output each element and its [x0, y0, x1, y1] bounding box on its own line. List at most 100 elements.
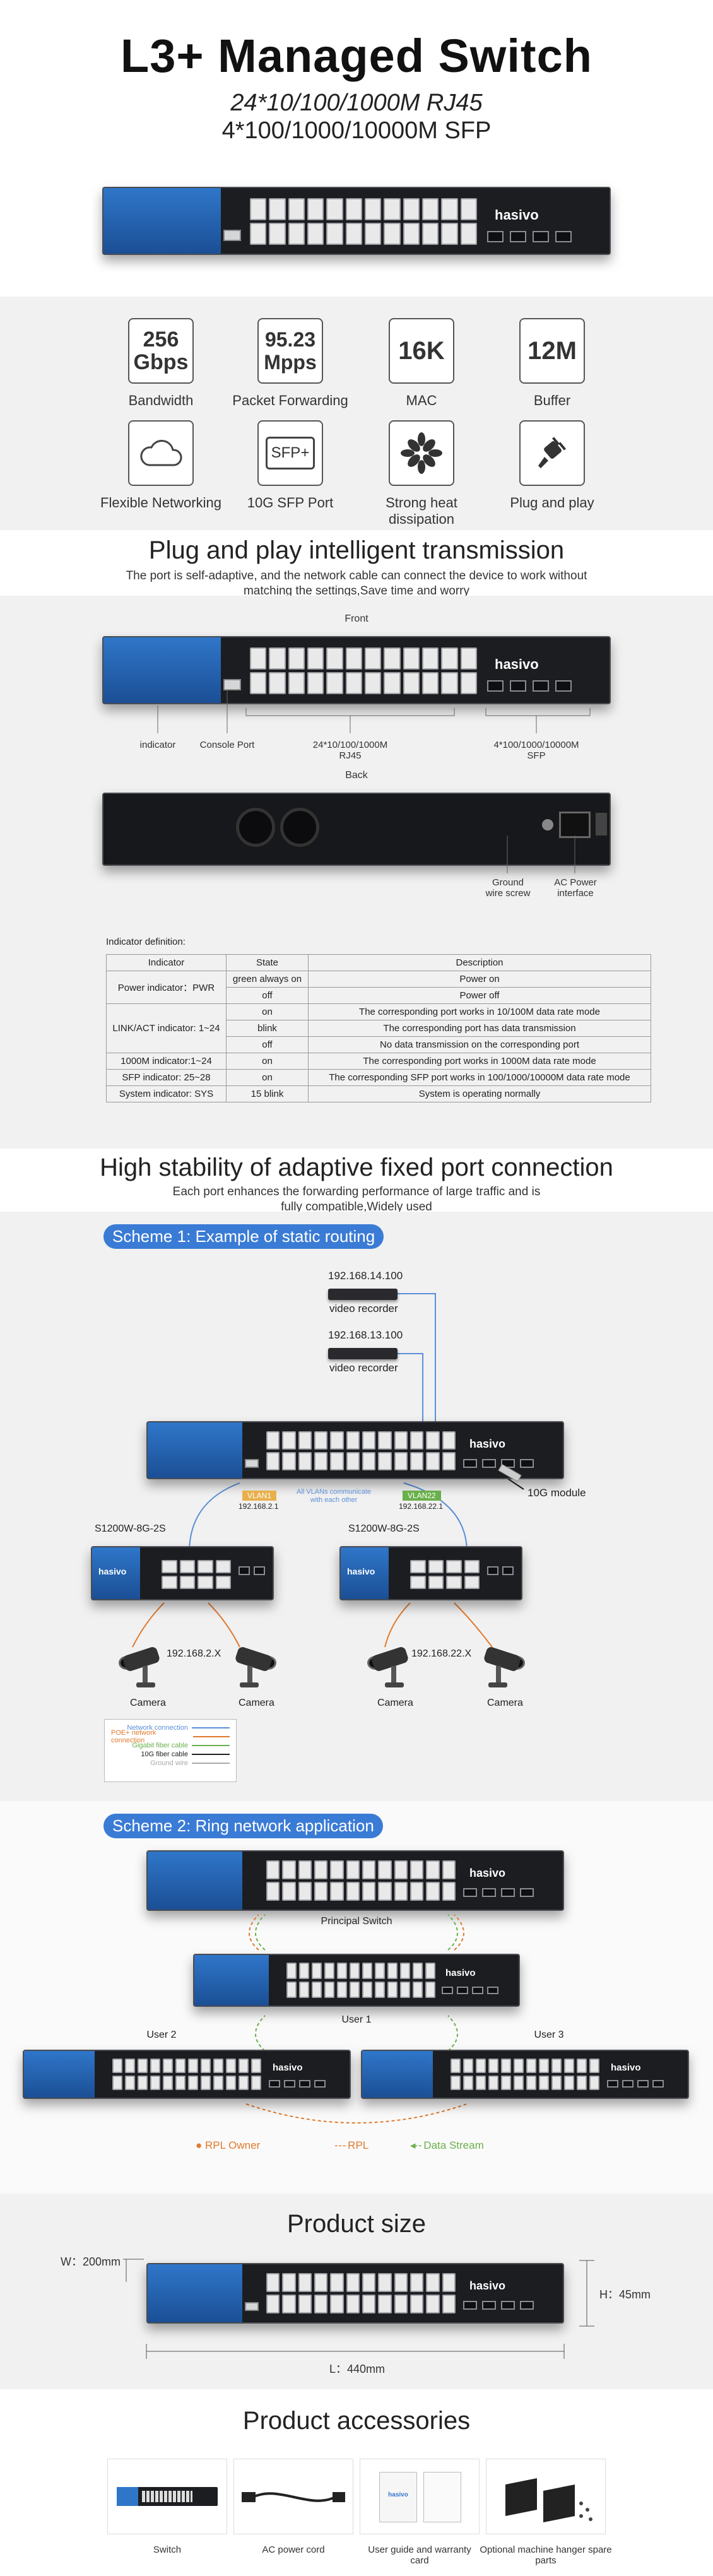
table-cell: 15 blink	[226, 1085, 309, 1102]
vlan22-ip: 192.168.22.1	[399, 1502, 444, 1511]
ground-label-line2: wire screw	[485, 888, 531, 899]
scheme1-title: Scheme 1: Example of static routing	[103, 1224, 384, 1249]
scheme2-title: Scheme 2: Ring network application	[103, 1814, 383, 1838]
feature-label: Plug and play	[510, 495, 594, 511]
vlan1-badge: VLAN1	[242, 1491, 277, 1501]
table-cell: SFP indicator: 25~28	[106, 1069, 227, 1086]
vlan22-badge: VLAN22	[403, 1491, 441, 1501]
table-cell: The corresponding SFP port works in 100/…	[308, 1069, 651, 1086]
table-row: 1000M indicator:1~24 on The correspondin…	[106, 1053, 651, 1070]
table-row: SFP indicator: 25~28 on The correspondin…	[106, 1069, 651, 1086]
rpl-owner-label: RPL Owner	[205, 2139, 261, 2151]
feature-label: MAC	[406, 393, 437, 408]
table-cell: 1000M indicator:1~24	[106, 1053, 227, 1070]
sfp-label-line1: 4*100/1000/10000M	[493, 740, 579, 750]
data-stream-label: Data Stream	[423, 2139, 484, 2151]
table-cell: No data transmission on the correspondin…	[308, 1036, 651, 1053]
ac-power-socket	[559, 812, 591, 838]
camera-label: Camera	[130, 1698, 166, 1708]
hero-brand-logo: hasivo	[495, 207, 539, 223]
recorder-2-ip: 192.168.13.100	[328, 1329, 403, 1341]
legend-item: 10G fiber cable	[111, 1750, 230, 1759]
console-port-label: Console Port	[199, 740, 255, 750]
accessory-caption: User guide and warranty card	[368, 2544, 471, 2566]
back-callout-lines	[507, 836, 575, 873]
camera-icon	[366, 1645, 416, 1691]
table-cell: on	[226, 1003, 309, 1020]
stability-title: High stability of adaptive fixed port co…	[100, 1154, 613, 1181]
hero-line-sfp: 4*100/1000/10000M SFP	[221, 117, 492, 144]
hero-section: L3+ Managed Switch 24*10/100/1000M RJ45 …	[0, 0, 713, 297]
features-section: 256 Gbps Bandwidth 95.23 Mpps Packet For…	[0, 297, 713, 530]
height-dimension: H：45mm	[599, 2288, 651, 2301]
legend-item: POE+ network connection	[111, 1729, 230, 1744]
table-header: Indicator	[106, 954, 227, 971]
width-dimension: W：200mm	[61, 2255, 121, 2268]
camera-label: Camera	[239, 1698, 274, 1708]
user3-label: User 3	[534, 2029, 564, 2040]
table-cell: The corresponding port has data transmis…	[308, 1020, 651, 1037]
rpl-label: RPL	[348, 2139, 369, 2151]
recorder-1-ip: 192.168.14.100	[328, 1270, 403, 1282]
table-cell: The corresponding port works in 10/100M …	[308, 1003, 651, 1020]
table-cell: blink	[226, 1020, 309, 1037]
table-cell: Power indicator：PWR	[106, 971, 227, 1004]
camera-icon	[476, 1645, 526, 1691]
plug-icon	[519, 420, 585, 486]
accessory-hanger	[486, 2459, 606, 2534]
buffer-value: 12M	[519, 318, 585, 384]
sub-switch-2-image: hasivo	[339, 1546, 522, 1600]
rj45-label-line1: 24*10/100/1000M	[312, 740, 388, 750]
accessory-switch	[107, 2459, 227, 2534]
power-label-line1: AC Power	[554, 877, 597, 888]
core-switch-image: hasivo	[146, 1421, 564, 1479]
feature-networking: Flexible Networking	[95, 420, 227, 511]
camera-icon	[117, 1645, 168, 1691]
ground-screw	[542, 819, 553, 830]
accessory-caption: Optional machine hanger spare parts	[480, 2544, 612, 2566]
feature-heat: Strong heat dissipation	[355, 420, 488, 528]
forwarding-value: 95.23 Mpps	[257, 318, 323, 384]
sfp-label-line2: SFP	[527, 750, 546, 761]
accessories-section: Product accessories hasivo Switch AC pow…	[0, 2389, 713, 2576]
accessory-caption: Switch	[153, 2544, 182, 2555]
hanger-icon	[505, 2478, 592, 2522]
power-switch	[596, 813, 607, 836]
sub-switch-2-label: S1200W-8G-2S	[348, 1523, 420, 1534]
table-cell: LINK/ACT indicator: 1~24	[106, 1003, 227, 1053]
table-row: blink The corresponding port has data tr…	[107, 1020, 651, 1037]
feature-buffer: 12M Buffer	[486, 318, 618, 409]
user3-switch-image: hasivo	[361, 2050, 689, 2099]
hero-switch-image: hasivo	[102, 187, 611, 255]
subnet-1-label: 192.168.2.X	[167, 1648, 221, 1659]
scheme1-section: Scheme 1: Example of static routing 192.…	[0, 1212, 713, 1801]
back-label: Back	[345, 770, 368, 781]
connection-legend: Network connection POE+ network connecti…	[104, 1719, 237, 1782]
principal-brand-logo: hasivo	[469, 1867, 506, 1879]
principal-switch-label: Principal Switch	[321, 1916, 392, 1927]
subnet-2-label: 192.168.22.X	[411, 1648, 472, 1659]
table-cell: Power off	[308, 987, 651, 1004]
size-brand-logo: hasivo	[469, 2279, 506, 2292]
table-cell: on	[226, 1053, 309, 1070]
table-cell: on	[226, 1069, 309, 1086]
recorder-2-label: video recorder	[329, 1362, 398, 1374]
table-cell: The corresponding port works in 1000M da…	[308, 1053, 651, 1070]
legend-item: Ground wire	[111, 1759, 230, 1768]
hero-title: L3+ Managed Switch	[121, 30, 592, 82]
video-recorder-1	[328, 1289, 398, 1300]
panels-section: Front hasivo indicator Console Port 24*1…	[0, 596, 713, 1149]
sub1-brand-logo: hasivo	[98, 1566, 127, 1576]
user2-brand-logo: hasivo	[273, 2062, 303, 2073]
front-panel-image: hasivo	[102, 636, 611, 704]
feature-plug: Plug and play	[486, 420, 618, 511]
power-label-line2: interface	[557, 888, 594, 899]
sfp-icon-text: SFP+	[265, 437, 315, 470]
vlan-note: All VLANs communicate with each other	[297, 1488, 371, 1504]
vlan-note-line2: with each other	[310, 1496, 358, 1504]
table-row: System indicator: SYS 15 blink System is…	[106, 1085, 651, 1102]
user1-switch-image: hasivo	[193, 1954, 520, 2007]
plug-play-title: Plug and play intelligent transmission	[148, 536, 565, 564]
feature-label: Strong heat dissipation	[386, 495, 457, 527]
feature-label: 10G SFP Port	[247, 495, 334, 511]
